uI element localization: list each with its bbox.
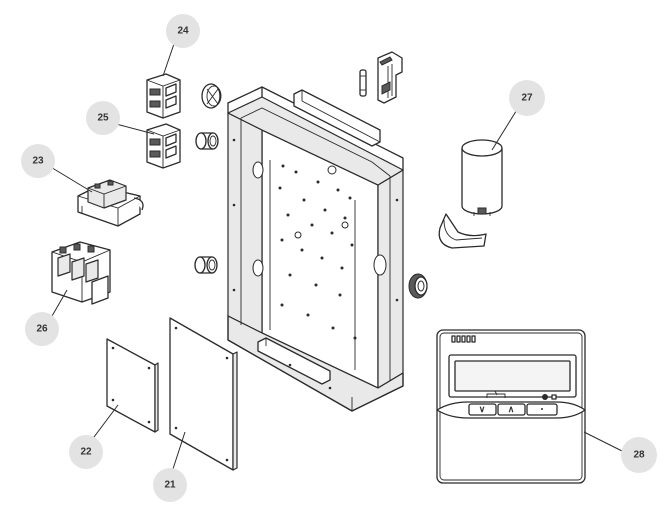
callout-23: 23: [21, 144, 55, 178]
callout-24: 24: [166, 14, 200, 48]
transformer: [77, 179, 144, 227]
down-arrow-icon: ∨: [479, 404, 486, 414]
wired-controller: ∨ ∧: [436, 329, 586, 484]
capacitor: [438, 139, 503, 249]
callout-26: 26: [25, 312, 59, 346]
terminal-block-lower: [146, 123, 181, 169]
terminal-block-upper: [146, 73, 181, 119]
fuse-holder: [377, 51, 403, 104]
callout-27: 27: [509, 80, 545, 116]
callout-label: 26: [36, 324, 48, 335]
callout-label: 25: [97, 113, 109, 124]
small-cover-plate: [106, 338, 159, 433]
controller-vents: [451, 335, 476, 343]
grommet-right: [408, 273, 428, 299]
callout-label: 27: [521, 93, 533, 104]
callout-22: 22: [69, 435, 103, 469]
contactor-relay: [51, 241, 111, 305]
bushing-middle: [195, 132, 219, 150]
fuse: [359, 69, 367, 97]
callout-label: 24: [177, 26, 189, 37]
callout-25: 25: [86, 101, 120, 135]
callout-label: 22: [80, 447, 92, 458]
callout-21: 21: [153, 468, 187, 502]
callout-28: 28: [621, 437, 657, 473]
bushing-lower: [194, 256, 218, 274]
leader-lines: [47, 37, 625, 473]
back-panel-holes: [232, 138, 399, 390]
callout-label: 28: [633, 450, 645, 461]
large-cover-plate: [169, 317, 238, 471]
electrical-box: [227, 86, 404, 412]
grommet-top: [201, 83, 222, 109]
callout-label: 21: [164, 480, 176, 491]
up-arrow-icon: ∧: [508, 404, 515, 414]
callout-label: 23: [32, 156, 44, 167]
